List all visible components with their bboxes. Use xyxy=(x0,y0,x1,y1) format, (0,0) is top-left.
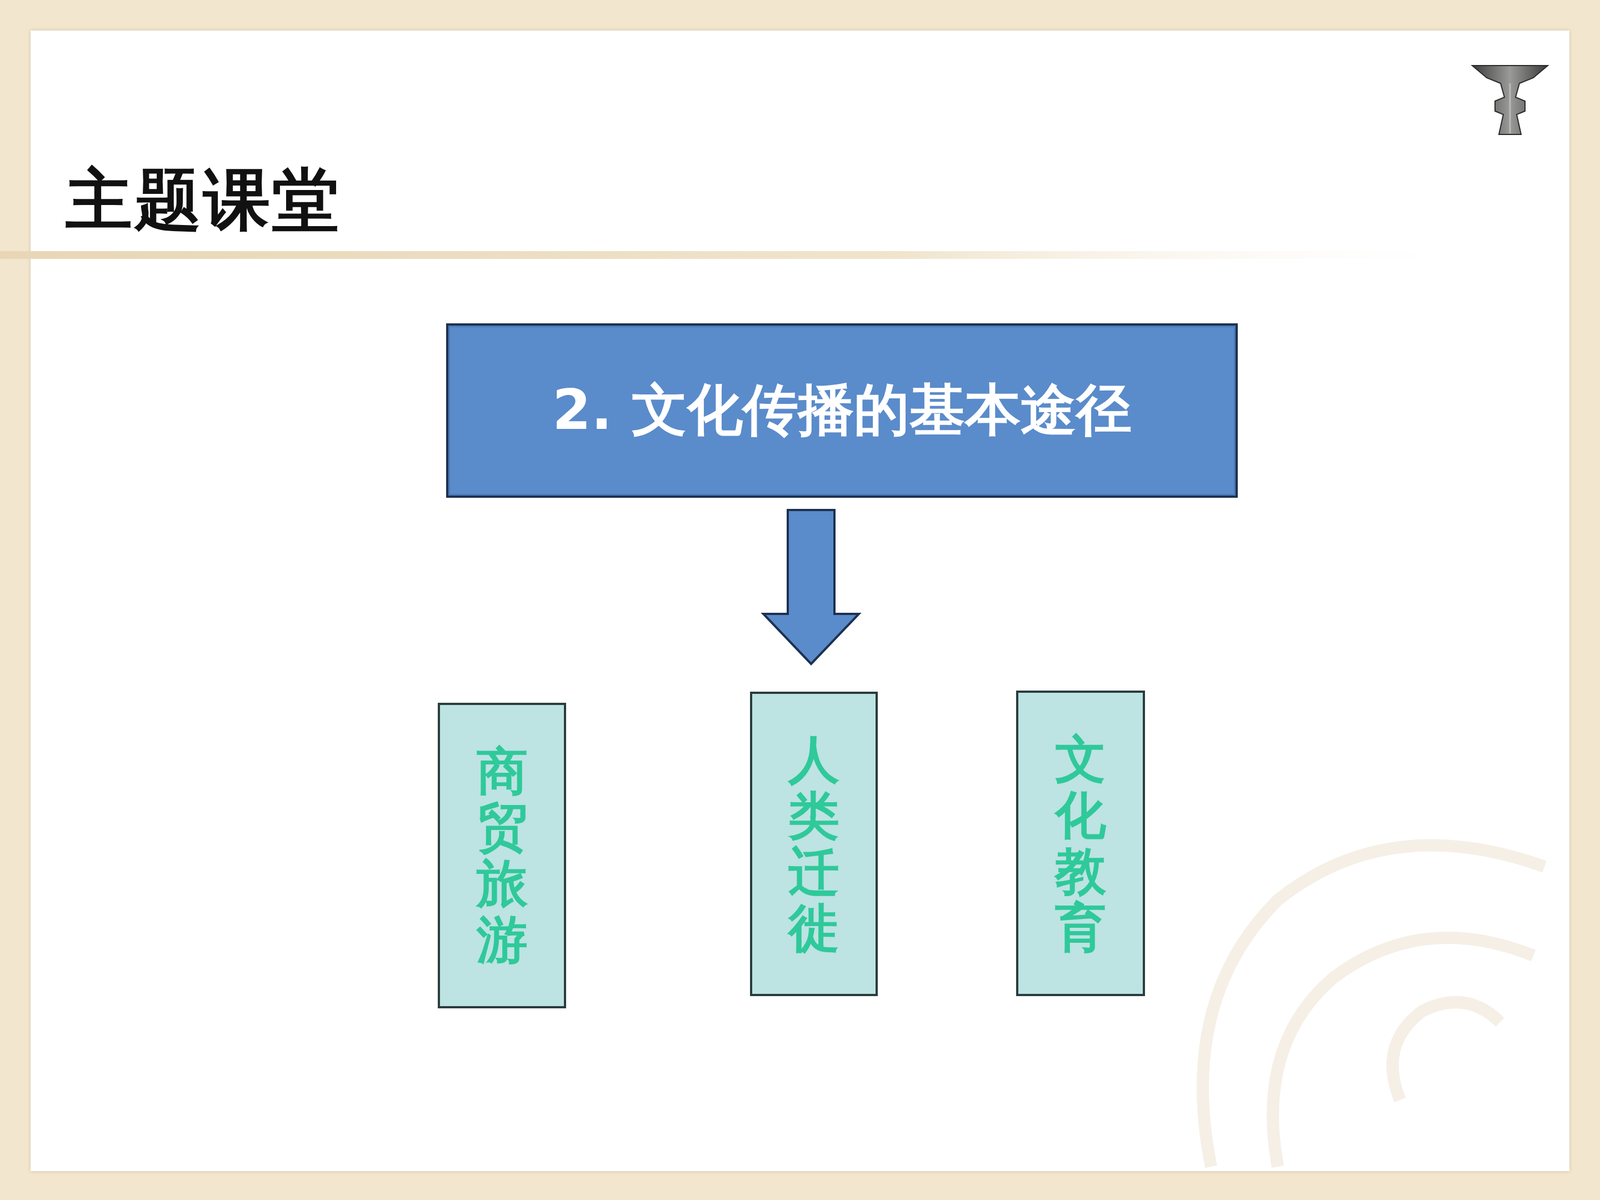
title-rule xyxy=(0,251,1500,259)
topic-box: 2. 文化传播的基本途径 xyxy=(446,323,1238,498)
node-text: 2. 文化传播的基本途径 xyxy=(552,373,1132,449)
path-box: 商贸旅游 xyxy=(437,702,567,1009)
node-text: 文化教育 xyxy=(1055,731,1107,957)
watermark-emblem xyxy=(1202,845,1545,1167)
node-text: 商贸旅游 xyxy=(476,743,528,969)
path-box: 文化教育 xyxy=(1016,690,1145,997)
block-arrow xyxy=(763,510,859,664)
node-text: 人类迁徙 xyxy=(788,731,840,957)
bronze-vessel-icon xyxy=(1472,65,1548,135)
slide-title: 主题课堂 xyxy=(65,155,342,247)
path-box: 人类迁徙 xyxy=(750,691,878,997)
